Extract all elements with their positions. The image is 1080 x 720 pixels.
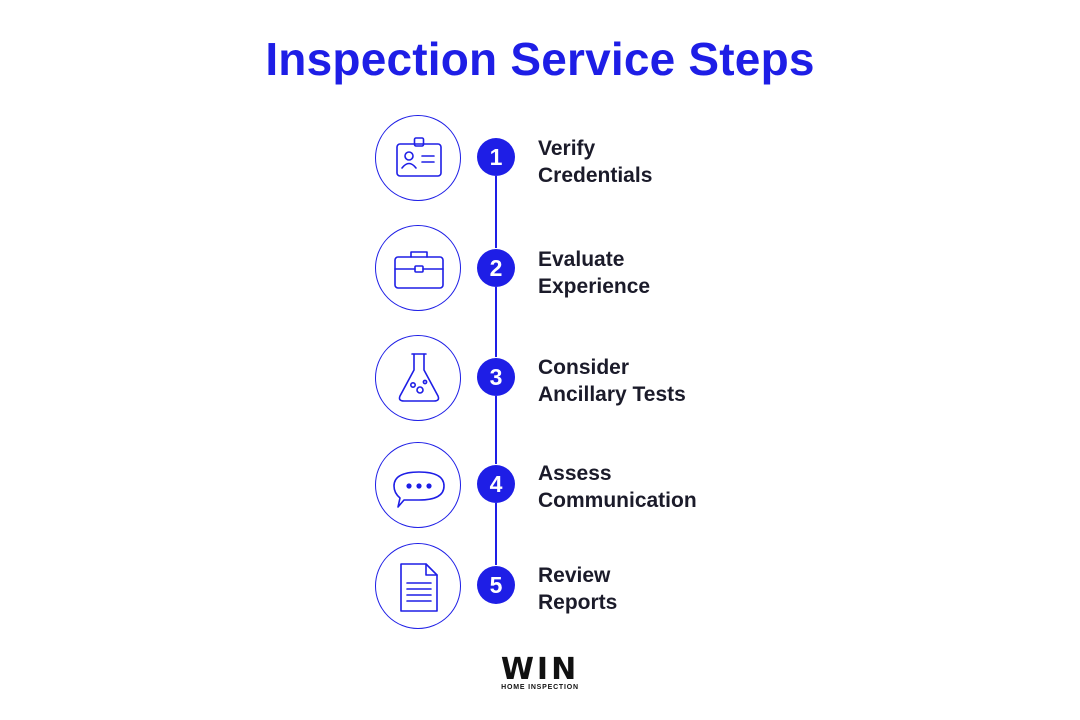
connector-line-4-5 — [495, 503, 497, 565]
step-1-icon-circle — [375, 115, 461, 201]
step-4-label-line1: Assess — [538, 462, 612, 485]
step-5-label-line1: Review — [538, 564, 611, 587]
step-4-number-badge: 4 — [477, 465, 515, 503]
flask-icon — [398, 353, 440, 402]
brand-logo: WIN HOME INSPECTION — [490, 652, 590, 692]
logo-mark: WIN — [500, 652, 580, 687]
step-2-label-line2: Experience — [538, 275, 651, 298]
step-2-number-badge: 2 — [477, 249, 515, 287]
step-3-label-line2: Ancillary Tests — [538, 383, 686, 406]
step-1-label-line2: Credentials — [538, 164, 653, 187]
step-4-icon-circle — [375, 442, 461, 528]
step-3-number-badge: 3 — [477, 358, 515, 396]
step-4-label-line2: Communication — [538, 489, 697, 512]
connector-line-1-2 — [495, 176, 497, 248]
step-5-label-line2: Reports — [538, 591, 618, 614]
document-icon — [400, 563, 438, 612]
connector-line-2-3 — [495, 287, 497, 357]
chat-bubble-icon — [393, 471, 445, 508]
step-3-label-line1: Consider — [538, 356, 630, 379]
page-title: Inspection Service Steps — [265, 33, 815, 85]
step-2-icon-circle — [375, 225, 461, 311]
step-2-label: Evaluate Experience — [538, 246, 798, 300]
step-1-number-badge: 1 — [477, 138, 515, 176]
step-5-label: Review Reports — [538, 562, 798, 616]
step-3-icon-circle — [375, 335, 461, 421]
step-5-icon-circle — [375, 543, 461, 629]
id-badge-icon — [396, 137, 442, 177]
logo-subtitle: HOME INSPECTION — [501, 684, 579, 691]
step-3-label: Consider Ancillary Tests — [538, 354, 798, 408]
connector-line-3-4 — [495, 396, 497, 464]
step-1-label: Verify Credentials — [538, 135, 798, 189]
step-1-label-line1: Verify — [538, 137, 596, 160]
step-4-label: Assess Communication — [538, 460, 798, 514]
step-2-label-line1: Evaluate — [538, 248, 625, 271]
briefcase-icon — [394, 251, 444, 289]
step-5-number-badge: 5 — [477, 566, 515, 604]
